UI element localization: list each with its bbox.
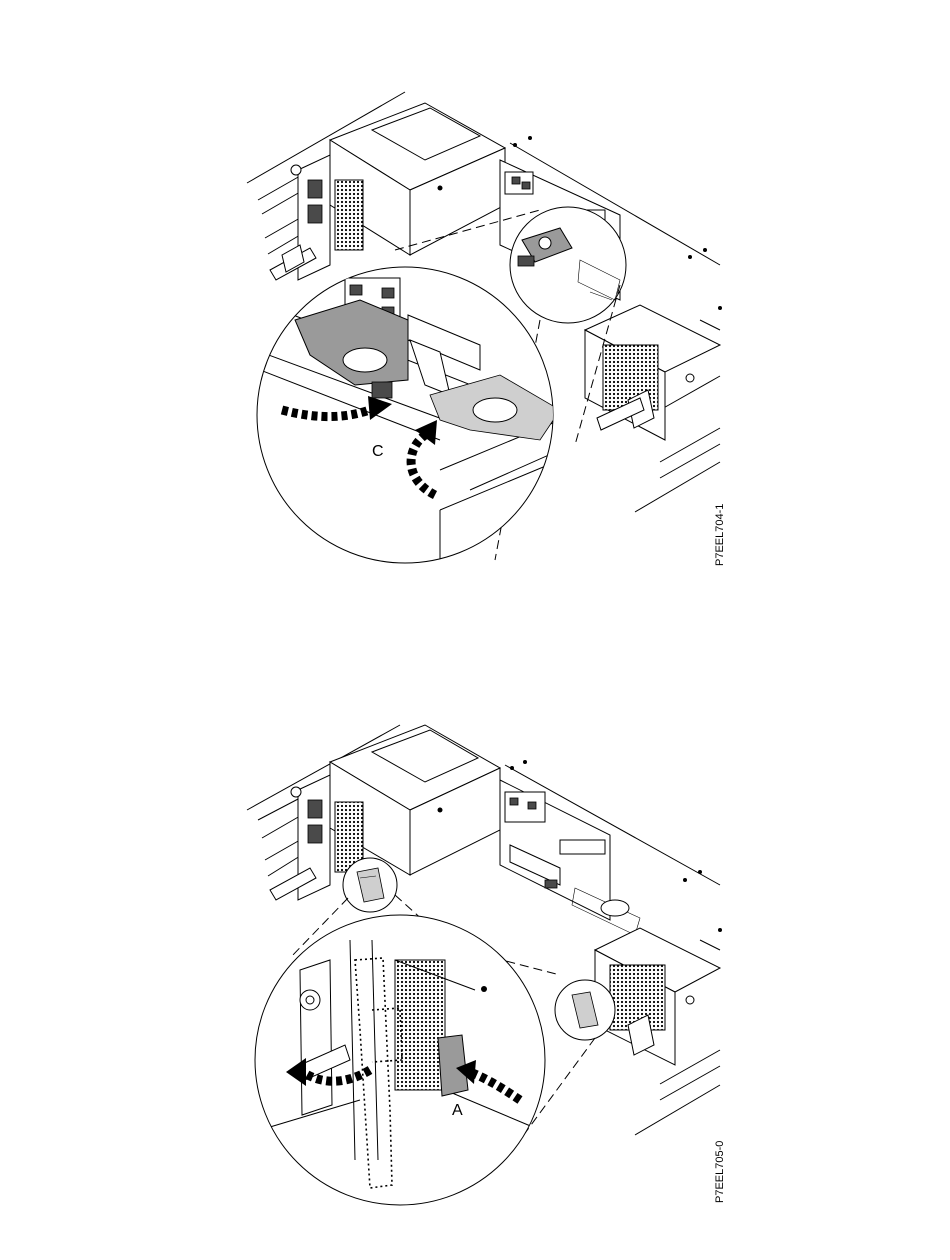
detail-circle-left	[343, 858, 397, 912]
figure-2: A P7EEL705-0	[0, 640, 950, 1260]
zoom-circle: A	[255, 915, 545, 1205]
detail-circle-right	[555, 980, 615, 1040]
callout-label: C	[372, 443, 384, 460]
figure-id-label: P7EEL705-0	[714, 1141, 726, 1203]
right-power-supply	[595, 928, 720, 1065]
callout-label: A	[452, 1102, 463, 1119]
figure-id-label: P7EEL704-1	[714, 504, 726, 566]
detail-circle-small	[510, 207, 626, 323]
figure-2-illustration: A	[0, 640, 950, 1260]
io-card-top	[500, 780, 722, 935]
figure-1-illustration: C	[0, 0, 950, 620]
right-power-supply	[585, 305, 720, 440]
left-power-supply	[270, 775, 330, 900]
left-power-supply	[270, 155, 330, 280]
zoom-circle: C	[255, 267, 560, 570]
figure-1: C P7EEL704-1	[0, 0, 950, 620]
